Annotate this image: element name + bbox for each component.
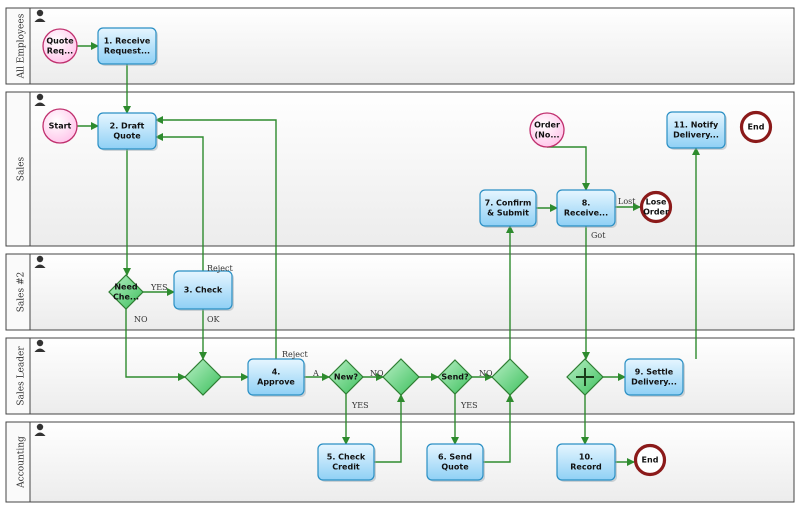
node-merge1[interactable] (184, 358, 222, 396)
lane-label-sales: Sales (17, 156, 27, 181)
node-notify-delivery[interactable]: 11. NotifyDelivery... (666, 111, 727, 150)
node-receive-order[interactable]: 8.Receive... (556, 189, 617, 228)
node-label: Credit (332, 463, 360, 472)
person-icon (34, 255, 46, 268)
lane-label-leader: Sales Leader (17, 346, 27, 406)
node-approve[interactable]: 4.Approve (247, 358, 306, 397)
edge-e14[interactable] (374, 394, 405, 463)
node-order-no[interactable]: Order(No... (529, 112, 565, 148)
node-need-check[interactable]: NeedChe... (108, 274, 144, 310)
edge-label-e10: Reject (282, 350, 308, 359)
node-label: 6. Send (438, 453, 472, 462)
node-label: Quote (441, 463, 469, 472)
edge-label-e5: YES (150, 283, 168, 292)
edge-e21[interactable] (547, 146, 590, 191)
node-end-top[interactable]: End (739, 110, 773, 144)
node-label: 11. Notify (674, 121, 719, 130)
node-settle-delivery[interactable]: 9. SettleDelivery... (624, 358, 685, 397)
edge-label-e12: YES (351, 401, 369, 410)
node-label: Lose (646, 198, 667, 207)
node-label: & Submit (487, 209, 529, 218)
node-label: Send? (441, 373, 469, 382)
node-label: New? (334, 373, 359, 382)
node-label: End (642, 456, 659, 465)
node-merge2[interactable] (382, 358, 420, 396)
node-label: 1. Receive (104, 37, 151, 46)
node-label: Quote (46, 37, 74, 46)
person-icon (34, 93, 46, 106)
node-label: Req... (47, 47, 73, 56)
edge-e18[interactable] (483, 394, 514, 463)
edge-label-e16: YES (460, 401, 478, 410)
node-label: End (748, 123, 765, 132)
node-label: 2. Draft (110, 122, 145, 131)
edge-e7[interactable] (155, 133, 204, 271)
node-new-gw[interactable]: New? (328, 359, 364, 395)
edge-e6[interactable] (125, 309, 186, 381)
lane-label-all: All Employees (17, 13, 27, 79)
edge-label-e7: Reject (207, 264, 233, 273)
person-icon (34, 423, 46, 436)
node-label: Delivery... (631, 378, 677, 387)
node-check[interactable]: 3. Check (173, 270, 234, 311)
node-label: 10. (579, 453, 593, 462)
lane-label-acct: Accounting (17, 436, 27, 489)
edge-e10[interactable] (155, 116, 277, 359)
edge-label-e17: NO (479, 369, 493, 378)
node-label: (No... (535, 131, 560, 140)
node-send-gw[interactable]: Send? (437, 359, 473, 395)
node-label: 4. (272, 368, 281, 377)
node-confirm-submit[interactable]: 7. Confirm& Submit (479, 189, 538, 228)
node-label: Start (49, 122, 72, 131)
node-label: Need (114, 283, 138, 292)
edge-label-e22: Lost (618, 197, 636, 206)
node-label: Request... (104, 47, 150, 56)
node-label: Approve (257, 378, 295, 387)
node-label: 7. Confirm (485, 199, 532, 208)
node-quote-req[interactable]: QuoteReq... (42, 28, 78, 64)
node-label: 9. Settle (635, 368, 674, 377)
node-label: Delivery... (673, 131, 719, 140)
node-label: Order (643, 208, 669, 217)
node-label: Record (570, 463, 602, 472)
edge-label-e8: OK (207, 315, 221, 324)
edge-label-e23: Got (591, 231, 606, 240)
edge-label-e6: NO (134, 315, 148, 324)
node-label: Quote (113, 132, 141, 141)
node-label: Order (534, 121, 560, 130)
node-label: 8. (582, 199, 591, 208)
node-start[interactable]: Start (42, 108, 78, 144)
plus-icon (576, 368, 594, 386)
node-end-bottom[interactable]: End (633, 443, 667, 477)
person-icon (34, 339, 46, 352)
node-record[interactable]: 10.Record (556, 443, 617, 482)
node-merge3[interactable] (491, 358, 529, 396)
node-label: Che... (113, 293, 139, 302)
node-label: Receive... (564, 209, 608, 218)
node-receive-request[interactable]: 1. ReceiveRequest... (97, 27, 158, 66)
node-label: 5. Check (327, 453, 366, 462)
node-label: 3. Check (184, 286, 223, 295)
edge-label-e11: A (312, 369, 319, 378)
lane-label-sales2: Sales #2 (17, 272, 27, 312)
edge-label-e13: NO (370, 369, 384, 378)
person-icon (34, 9, 46, 22)
node-parallel[interactable] (566, 358, 604, 396)
